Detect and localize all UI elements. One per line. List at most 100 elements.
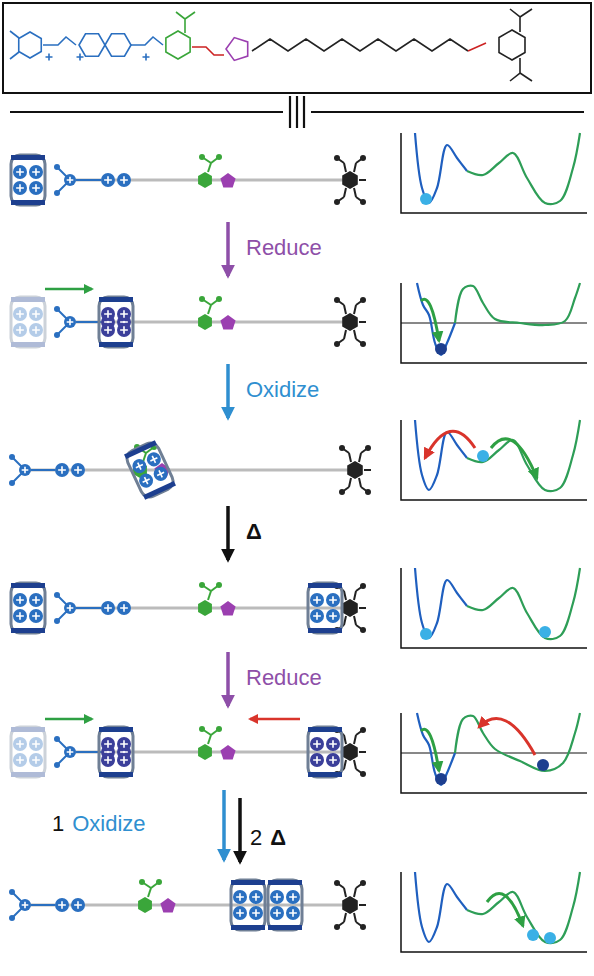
- drawing-part: [342, 171, 358, 189]
- drawing-part: [249, 890, 263, 904]
- drawing-part: [76, 751, 101, 753]
- drawing-part: [231, 880, 265, 930]
- drawing-part: [249, 906, 263, 920]
- drawing-part: [71, 463, 85, 477]
- process-arrow: [226, 506, 230, 560]
- drawing-part: [120, 176, 128, 184]
- drawing-part: [289, 893, 297, 901]
- drawing-part: [32, 756, 40, 764]
- drawing-part: [252, 909, 260, 917]
- drawing-part: [138, 897, 152, 913]
- cyclophane-ring: [11, 583, 45, 633]
- drawing-part: [344, 163, 346, 172]
- drawing-part: [479, 719, 535, 755]
- drawing-part: [420, 628, 432, 640]
- drawing-part: [467, 133, 580, 204]
- drawing-part: [79, 34, 105, 57]
- drawing-part: [401, 753, 587, 754]
- drawing-part: [120, 310, 128, 318]
- drawing-part: [329, 612, 337, 620]
- energy-profile: [401, 872, 587, 952]
- drawing-part: [29, 323, 43, 337]
- drawing-part: [64, 746, 76, 758]
- drawing-part: [342, 896, 358, 914]
- drawing-part: [120, 326, 128, 334]
- drawing-part: [64, 602, 76, 614]
- energy-profile: [401, 568, 587, 648]
- drawing-part: [354, 735, 356, 744]
- drawing-part: [11, 155, 45, 160]
- drawing-part: [208, 591, 211, 600]
- drawing-part: [104, 326, 112, 334]
- drawing-part: [10, 111, 283, 113]
- drawing-part: [16, 740, 24, 748]
- cyclophane-ring: [11, 297, 45, 347]
- drawing-part: [344, 735, 346, 744]
- step-number: 2: [250, 826, 262, 850]
- drawing-part: [192, 47, 224, 55]
- process-arrow: [226, 364, 230, 418]
- drawing-part: [339, 445, 345, 451]
- drawing-part: [11, 155, 45, 205]
- drawing-part: [141, 476, 151, 486]
- drawing-part: [252, 39, 468, 51]
- drawing-part: [342, 743, 358, 761]
- drawing-part: [499, 30, 525, 60]
- drawing-part: [16, 168, 24, 176]
- drawing-part: [344, 913, 346, 922]
- drawing-part: [54, 618, 60, 624]
- drawing-part: [308, 727, 342, 732]
- dumbbell-axle: [54, 726, 366, 777]
- drawing-part: [455, 283, 580, 325]
- drawing-part: [296, 96, 298, 128]
- cyclophane-ring: [231, 880, 265, 930]
- drawing-part: [220, 745, 235, 759]
- process-label: Oxidize: [246, 378, 319, 402]
- drawing-part: [415, 420, 467, 490]
- drawing-part: [226, 38, 248, 61]
- drawing-part: [435, 343, 447, 355]
- drawing-part: [58, 466, 66, 474]
- drawing-part: [359, 453, 361, 462]
- cyclophane-ring: [308, 727, 342, 777]
- drawing-part: [137, 471, 156, 490]
- drawing-part: [310, 737, 324, 751]
- process-label: Reduce: [246, 236, 322, 260]
- drawing-part: [344, 330, 346, 339]
- drawing-part: [99, 727, 133, 777]
- drawing-part: [415, 872, 467, 942]
- drawing-part: [415, 133, 467, 203]
- drawing-part: [359, 607, 366, 609]
- drawing-part: [54, 190, 60, 196]
- drawing-part: [32, 612, 40, 620]
- drawing-part: [270, 906, 284, 920]
- drawing-part: [360, 155, 366, 161]
- drawing-part: [104, 176, 112, 184]
- drawing-part: [236, 909, 244, 917]
- drawing-part: [467, 420, 580, 491]
- structure-panel: [3, 3, 591, 93]
- drawing-part: [311, 111, 584, 113]
- drawing-part: [270, 890, 284, 904]
- drawing-part: [104, 740, 112, 748]
- drawing-part: [198, 172, 212, 188]
- drawing-part: [76, 179, 101, 181]
- energy-profile: [401, 713, 587, 793]
- process-arrow: [45, 718, 92, 721]
- drawing-part: [354, 163, 356, 172]
- drawing-part: [231, 925, 265, 930]
- drawing-part: [468, 43, 486, 51]
- drawing-part: [54, 736, 60, 742]
- energy-profile: [401, 420, 587, 500]
- drawing-part: [417, 713, 455, 785]
- drawing-part: [13, 165, 27, 179]
- drawing-part: [67, 605, 74, 612]
- drawing-part: [22, 902, 29, 909]
- drawing-part: [29, 307, 43, 321]
- drawing-part: [13, 753, 27, 767]
- drawing-part: [32, 596, 40, 604]
- drawing-part: [117, 307, 131, 321]
- drawing-part: [29, 165, 43, 179]
- drawing-part: [19, 899, 31, 911]
